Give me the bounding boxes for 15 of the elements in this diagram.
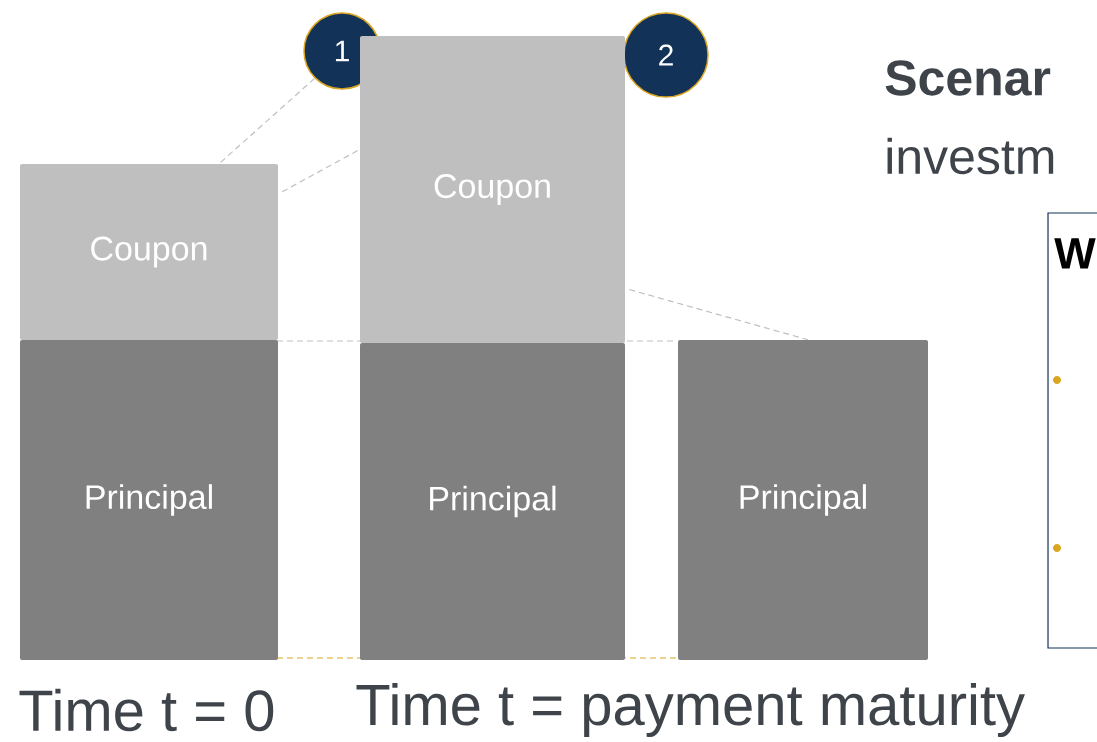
coupon-block: Coupon	[360, 36, 625, 343]
time-label: Time t = 0	[19, 688, 274, 732]
principal-block: Principal	[360, 343, 625, 660]
coupon-block: Coupon	[20, 164, 278, 340]
text-panel: W	[1047, 212, 1097, 649]
leader-line	[628, 288, 809, 341]
heading-text: Scenar	[885, 60, 1051, 96]
leader-line	[281, 149, 359, 193]
leader-line	[218, 77, 316, 165]
time-label: Time t = payment maturity	[356, 682, 1025, 737]
principal-block: Principal	[678, 340, 928, 660]
callout-number: 2	[623, 12, 709, 98]
principal-block: Principal	[20, 340, 278, 660]
node-label: W	[1054, 238, 1096, 269]
subheading-text: investm	[887, 137, 1054, 175]
